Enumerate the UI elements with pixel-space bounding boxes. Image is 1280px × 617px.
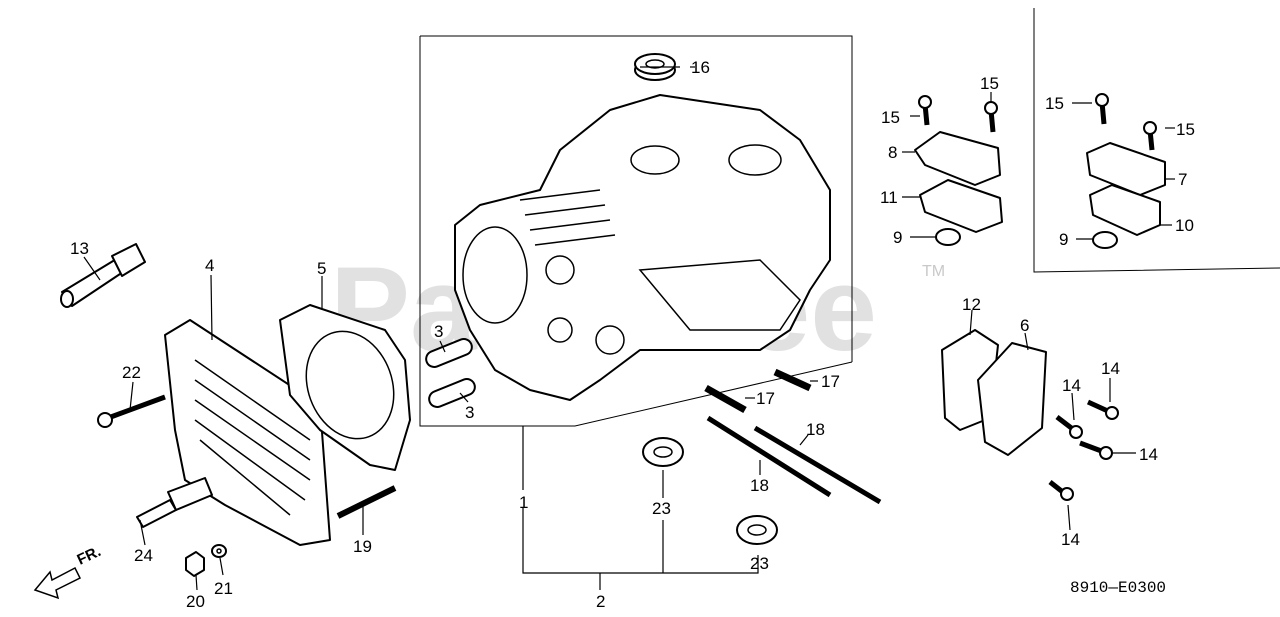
callout-9a: 9 [893, 228, 902, 247]
front-direction-label: FR. [75, 543, 104, 569]
callout-2: 2 [596, 592, 605, 611]
callout-23b: 23 [750, 554, 769, 573]
spark-plug-part[interactable] [136, 477, 213, 528]
head-gasket-part[interactable] [279, 304, 411, 471]
callout-5: 5 [317, 259, 326, 278]
callout-15d: 15 [1176, 120, 1195, 139]
dowel-pin-parts[interactable] [424, 337, 477, 410]
callout-6: 6 [1020, 316, 1029, 335]
callout-14c: 14 [1139, 445, 1158, 464]
callout-10: 10 [1175, 216, 1194, 235]
callout-15a: 15 [881, 108, 900, 127]
crankcase-frame-bottom [523, 361, 853, 427]
callout-22: 22 [122, 363, 141, 382]
rubber-9-part[interactable] [935, 228, 961, 246]
side-cover-part[interactable] [977, 342, 1047, 456]
callout-17a: 17 [756, 389, 775, 408]
callout-14d: 14 [1061, 530, 1080, 549]
crankcase-frame-top [420, 35, 853, 362]
callout-17b: 17 [821, 372, 840, 391]
callout-14a: 14 [1101, 359, 1120, 378]
callout-4: 4 [205, 256, 214, 275]
rubber-9b-part[interactable] [1092, 231, 1118, 249]
trademark-text: TM [922, 263, 945, 280]
leader-lines [83, 66, 1175, 591]
head-bolt-part[interactable] [97, 394, 166, 428]
callout-20: 20 [186, 592, 205, 611]
front-direction-arrow: FR. [33, 543, 104, 600]
callout-8: 8 [888, 143, 897, 162]
callout-11: 11 [880, 188, 898, 207]
callout-18a: 18 [806, 420, 825, 439]
callout-21: 21 [214, 579, 233, 598]
plate-8-part[interactable] [914, 131, 1001, 186]
callout-23a: 23 [652, 499, 671, 518]
callout-7: 7 [1178, 170, 1187, 189]
crankcase-part[interactable] [454, 94, 831, 401]
cover-bolt-parts[interactable] [1048, 399, 1119, 501]
plate-7-part[interactable] [1086, 142, 1166, 196]
callout-9b: 9 [1059, 230, 1068, 249]
gasket-11-part[interactable] [919, 179, 1003, 233]
gasket-10-part[interactable] [1089, 184, 1161, 236]
crankcase-frame-left [419, 36, 523, 427]
figure-code: 8910—E0300 [1070, 579, 1166, 597]
callout-13: 13 [70, 239, 89, 258]
callout-19: 19 [353, 537, 372, 556]
stud-17-parts[interactable] [704, 368, 812, 414]
callout-3a: 3 [434, 322, 443, 341]
bearing-parts[interactable] [642, 437, 778, 545]
callout-3b: 3 [465, 403, 474, 422]
callout-15b: 15 [980, 74, 999, 93]
breather-pipe-part[interactable] [60, 243, 146, 308]
cover-group-frame [1033, 8, 1280, 273]
nut-part[interactable] [185, 551, 205, 577]
callout-14b: 14 [1062, 376, 1081, 395]
callout-1: 1 [519, 493, 528, 512]
stud-bolt-19-part[interactable] [336, 485, 397, 519]
plate-bolt-parts[interactable] [918, 93, 1157, 151]
stud-18-parts[interactable] [706, 415, 882, 505]
callout-18b: 18 [750, 476, 769, 495]
washer-part[interactable] [211, 544, 227, 558]
oil-seal-part[interactable] [634, 53, 676, 81]
callout-12: 12 [962, 295, 981, 314]
callout-24: 24 [134, 546, 153, 565]
callout-15c: 15 [1045, 94, 1064, 113]
callout-16: 16 [691, 58, 710, 77]
